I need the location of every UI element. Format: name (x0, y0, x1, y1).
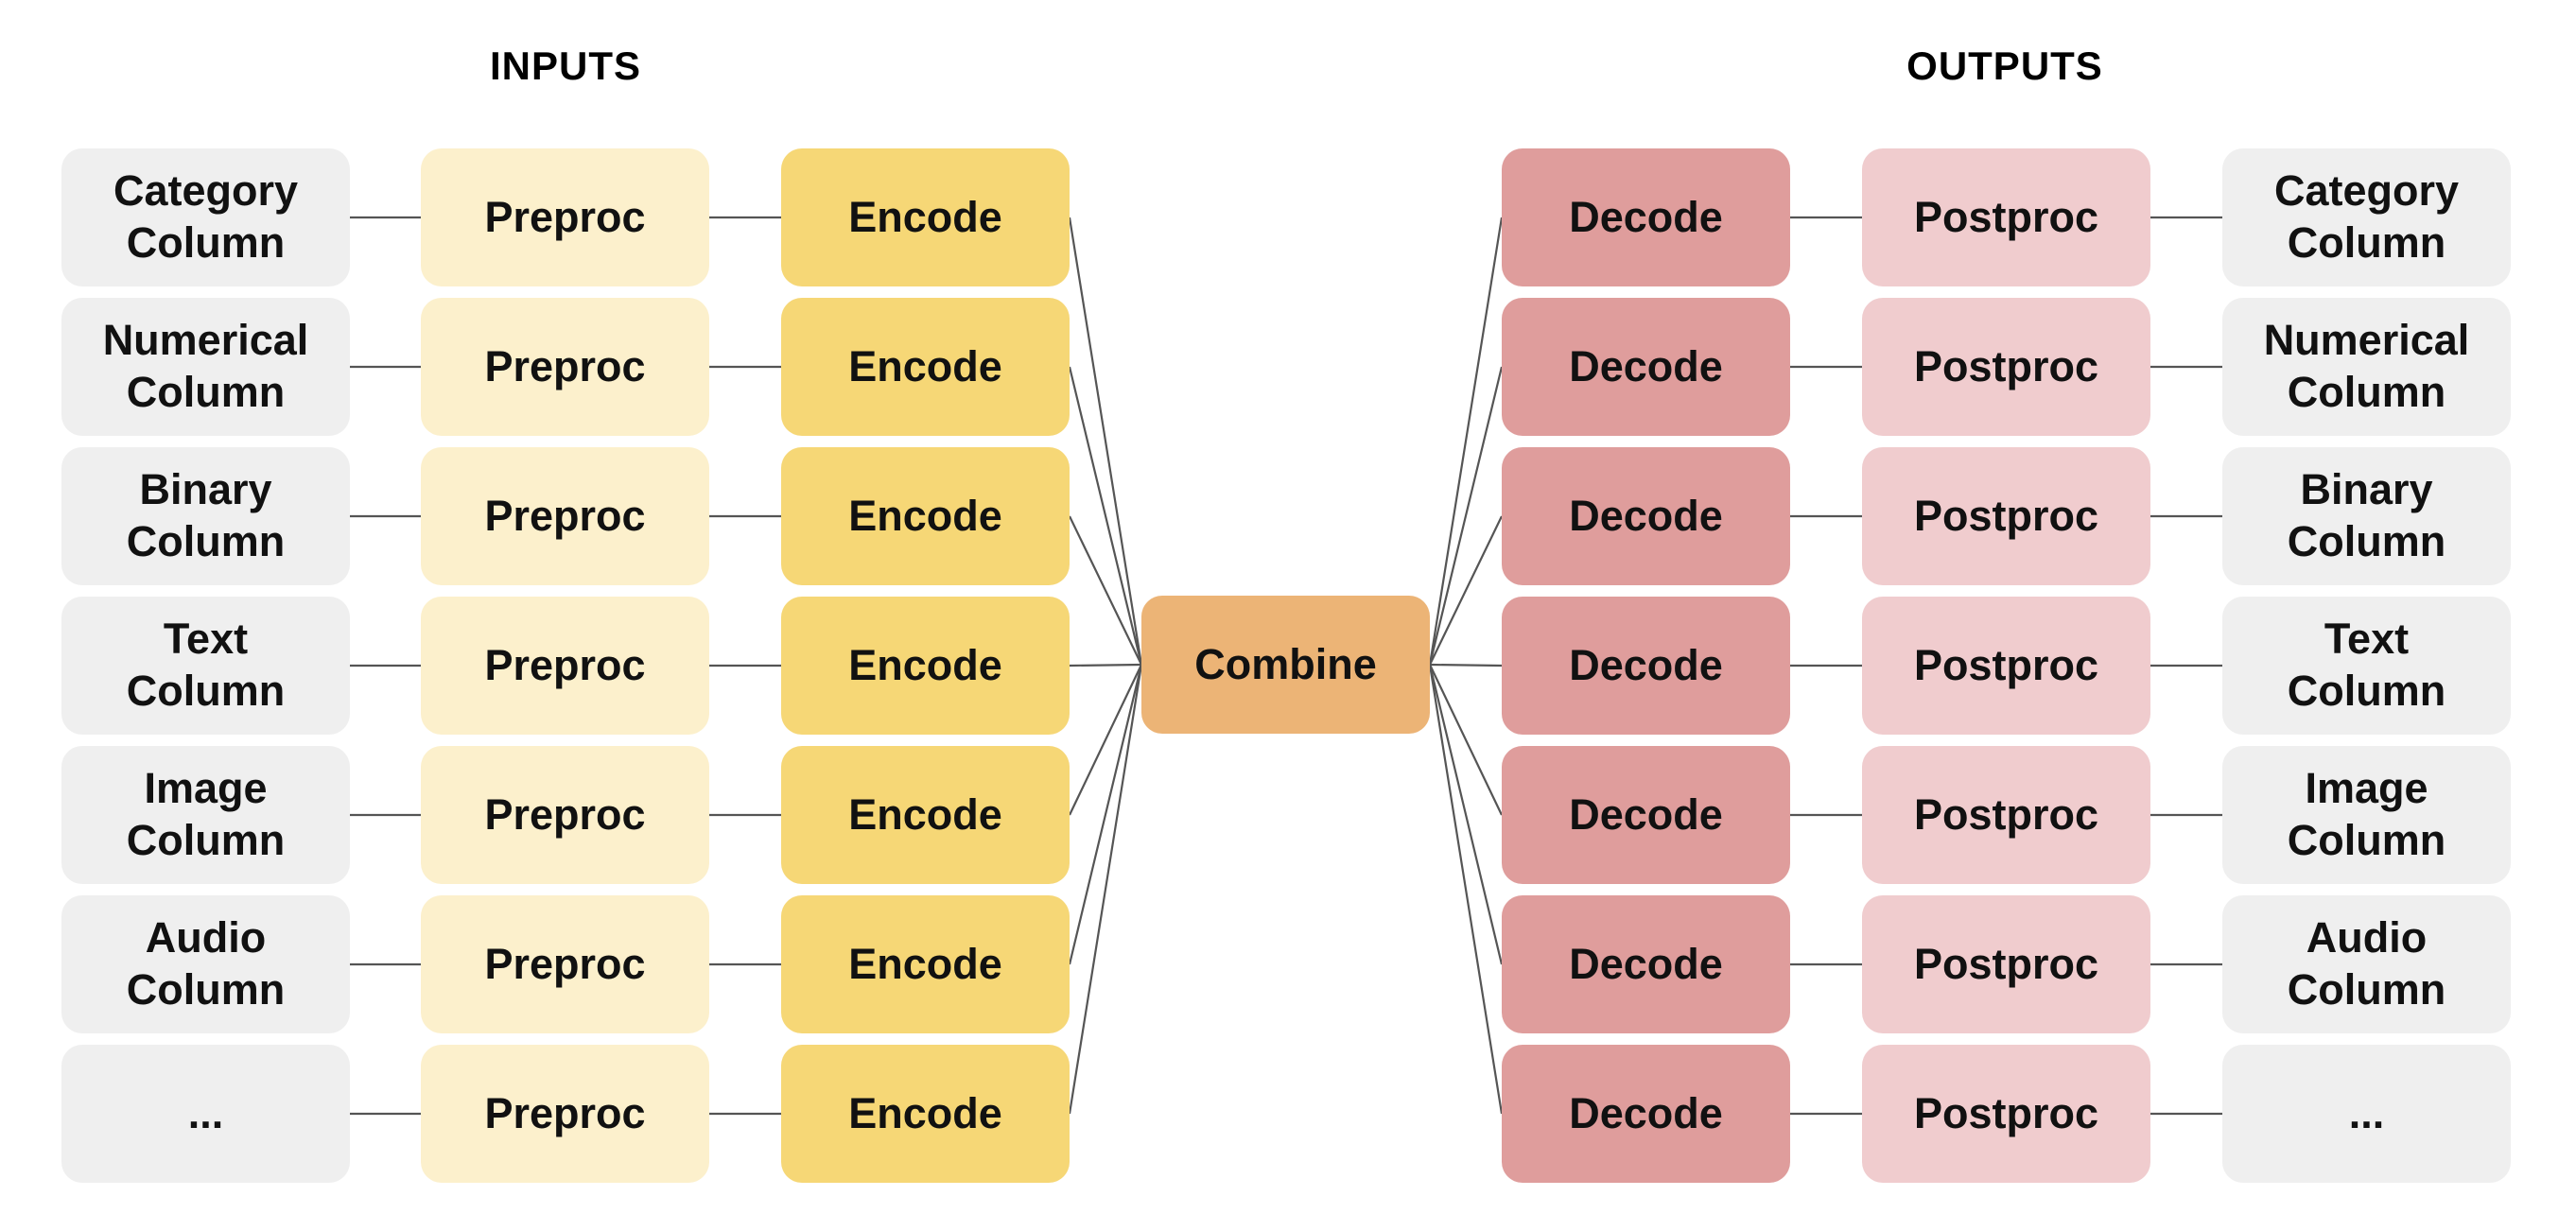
combine-to-decode-line (1428, 366, 1504, 666)
input-column-box: Numerical Column (61, 298, 350, 436)
decode-box: Decode (1502, 298, 1790, 436)
input-column-box: Audio Column (61, 895, 350, 1033)
encode-to-combine-line (1068, 217, 1143, 666)
combine-to-decode-line (1429, 515, 1503, 666)
encode-box: Encode (781, 597, 1070, 735)
encode-to-combine-line (1068, 664, 1143, 965)
output-column-box: Numerical Column (2222, 298, 2511, 436)
decode-box: Decode (1502, 597, 1790, 735)
encode-box: Encode (781, 746, 1070, 884)
decode-box: Decode (1502, 1045, 1790, 1183)
preproc-box: Preproc (421, 746, 709, 884)
preproc-box: Preproc (421, 895, 709, 1033)
encode-box: Encode (781, 895, 1070, 1033)
input-column-box: Image Column (61, 746, 350, 884)
encode-box: Encode (781, 298, 1070, 436)
combine-to-decode-line (1428, 664, 1504, 965)
encode-box: Encode (781, 447, 1070, 585)
output-column-box: Text Column (2222, 597, 2511, 735)
combine-to-decode-line (1429, 664, 1503, 816)
input-column-box: Category Column (61, 148, 350, 286)
input-column-box: ... (61, 1045, 350, 1183)
preproc-box: Preproc (421, 597, 709, 735)
output-column-box: Category Column (2222, 148, 2511, 286)
combine-box: Combine (1141, 596, 1430, 734)
decode-box: Decode (1502, 447, 1790, 585)
encode-to-combine-line (1069, 663, 1142, 668)
inputs-title: INPUTS (489, 43, 641, 88)
encode-to-combine-line (1068, 366, 1143, 666)
encode-box: Encode (781, 1045, 1070, 1183)
postproc-box: Postproc (1862, 148, 2150, 286)
combine-to-decode-line (1428, 664, 1504, 1115)
postproc-box: Postproc (1862, 447, 2150, 585)
combine-to-decode-line (1428, 217, 1504, 666)
encode-to-combine-line (1069, 664, 1142, 816)
preproc-box: Preproc (421, 447, 709, 585)
output-column-box: Audio Column (2222, 895, 2511, 1033)
input-column-box: Binary Column (61, 447, 350, 585)
encode-box: Encode (781, 148, 1070, 286)
decode-box: Decode (1502, 148, 1790, 286)
output-column-box: Binary Column (2222, 447, 2511, 585)
postproc-box: Postproc (1862, 298, 2150, 436)
combine-to-decode-line (1429, 663, 1503, 668)
postproc-box: Postproc (1862, 895, 2150, 1033)
output-column-box: Image Column (2222, 746, 2511, 884)
preproc-box: Preproc (421, 1045, 709, 1183)
encode-to-combine-line (1068, 664, 1143, 1115)
input-column-box: Text Column (61, 597, 350, 735)
preproc-box: Preproc (421, 298, 709, 436)
decode-box: Decode (1502, 746, 1790, 884)
postproc-box: Postproc (1862, 1045, 2150, 1183)
postproc-box: Postproc (1862, 597, 2150, 735)
preproc-box: Preproc (421, 148, 709, 286)
outputs-title: OUTPUTS (1906, 43, 2103, 88)
output-column-box: ... (2222, 1045, 2511, 1183)
encode-to-combine-line (1069, 515, 1142, 666)
decode-box: Decode (1502, 895, 1790, 1033)
postproc-box: Postproc (1862, 746, 2150, 884)
